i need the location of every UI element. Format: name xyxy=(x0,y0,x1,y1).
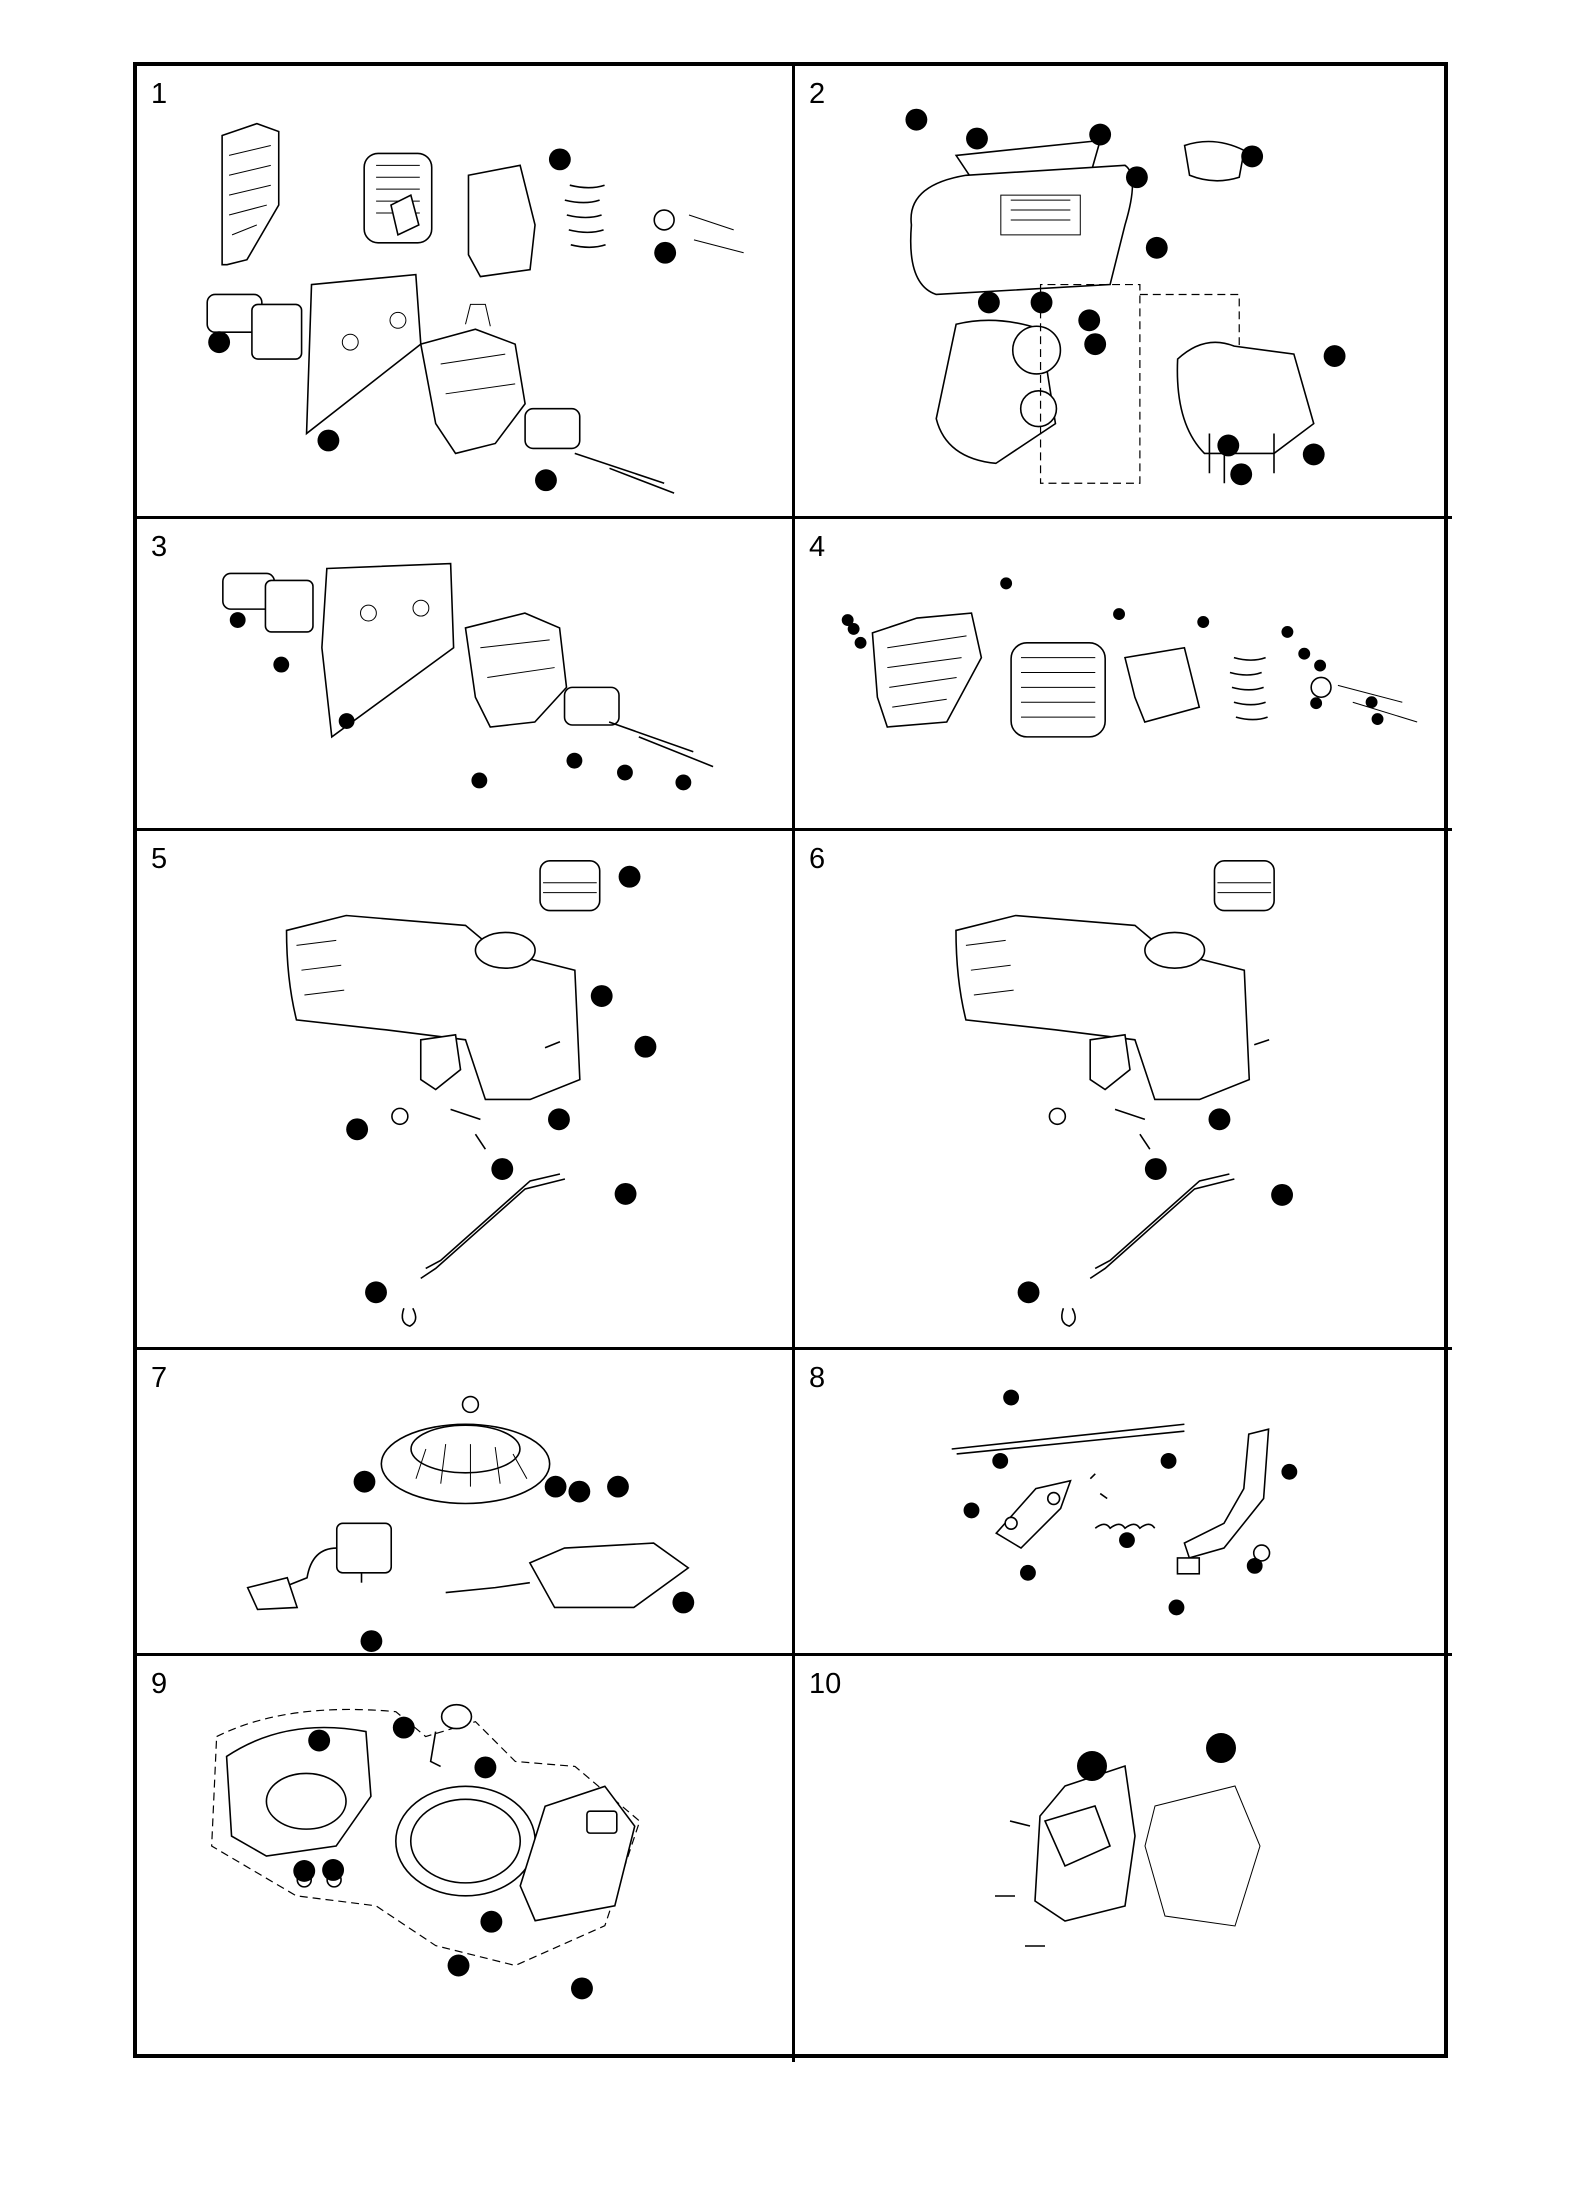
throttle-linkage-exploded-view xyxy=(951,1389,1298,1616)
panel-7: 7 xyxy=(137,1350,795,1656)
blower-housing-and-recoil-exploded-view xyxy=(905,108,1346,486)
flywheel-and-ignition-coil-exploded-view xyxy=(246,1395,695,1653)
muffler-and-carburetor-exploded-view xyxy=(206,122,744,494)
air-filter-exploded-view xyxy=(211,1703,641,2000)
panel-number: 5 xyxy=(151,843,168,875)
panel-1: 1 xyxy=(137,66,795,519)
fuel-tank-and-governor-linkage-exploded-view xyxy=(285,860,657,1327)
panel-number: 3 xyxy=(151,531,168,563)
muffler-exploded-view xyxy=(841,577,1418,738)
panel-number: 1 xyxy=(151,78,168,110)
panel-6: 6 xyxy=(795,831,1452,1350)
panel-4: 4 xyxy=(795,519,1452,831)
panel-3: 3 xyxy=(137,519,795,831)
panel-number: 2 xyxy=(809,78,826,110)
panel-10: 10 xyxy=(795,1656,1452,2062)
carburetor-exploded-view xyxy=(222,562,714,791)
panel-number: 6 xyxy=(809,843,826,875)
panel-number: 10 xyxy=(809,1668,842,1700)
parts-diagram-grid: 1 xyxy=(133,62,1452,2062)
panel-number: 4 xyxy=(809,531,826,563)
panel-number: 9 xyxy=(151,1668,168,1700)
panel-5: 5 xyxy=(137,831,795,1350)
valve-cover-exploded-view xyxy=(995,1733,1261,1947)
panel-9: 9 xyxy=(137,1656,795,2062)
panel-number: 7 xyxy=(151,1362,168,1394)
panel-number: 8 xyxy=(809,1362,826,1394)
fuel-tank-and-governor-linkage-view xyxy=(955,860,1294,1327)
panel-2: 2 xyxy=(795,66,1452,519)
panel-8: 8 xyxy=(795,1350,1452,1656)
